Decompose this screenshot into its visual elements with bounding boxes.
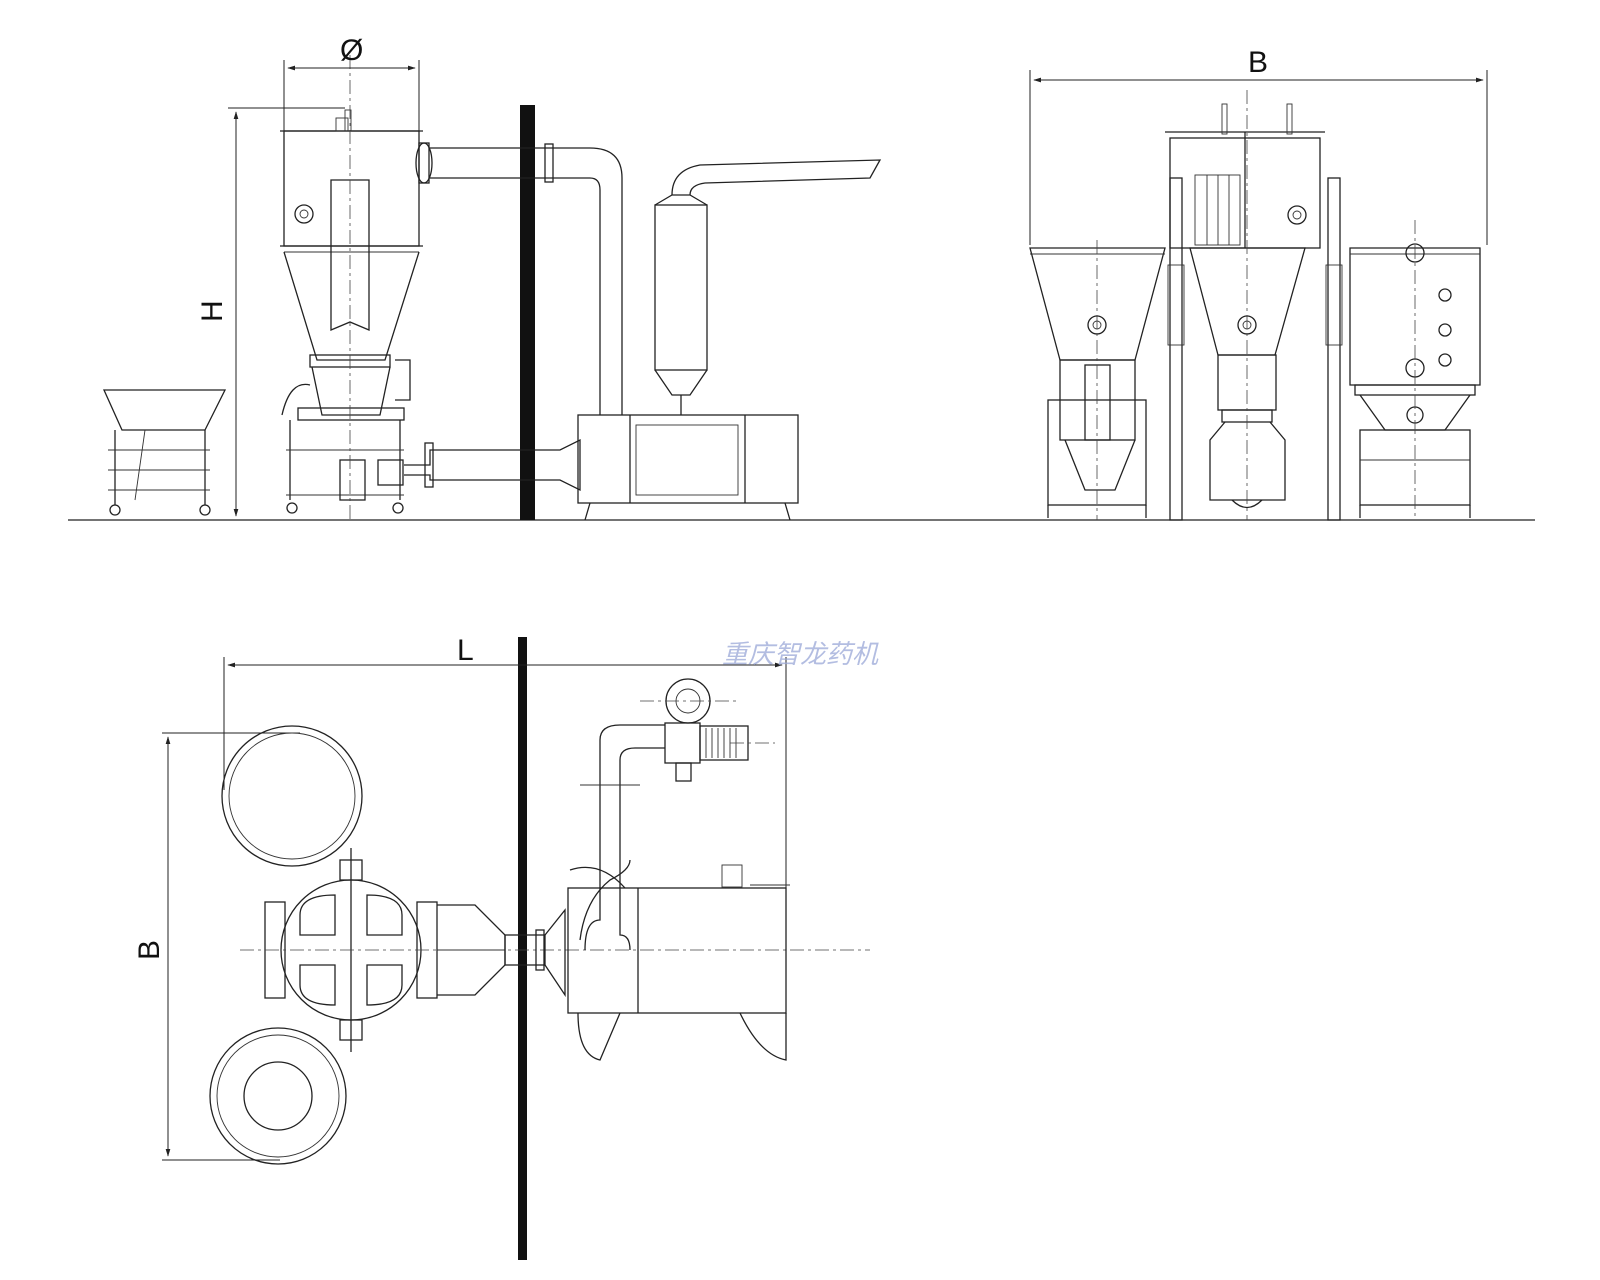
- length-dimension: [223, 657, 787, 900]
- side-width-label: B: [1248, 46, 1268, 79]
- air-handling-unit: [577, 414, 799, 521]
- air-handling-unit-plan: [567, 864, 790, 1061]
- product-container-right: [1349, 220, 1481, 520]
- plan-width-label: B: [133, 940, 166, 960]
- container-plan-bottom: [209, 1027, 347, 1165]
- plan-view: [162, 637, 870, 1260]
- partition-wall-elevation: [520, 105, 535, 520]
- hopper-trolley: [102, 389, 227, 516]
- diameter-label: Ø: [340, 34, 363, 67]
- duct-plan: [504, 908, 566, 998]
- company-watermark: 重庆智龙药机: [722, 640, 879, 670]
- exhaust-duct-upper: [415, 142, 623, 415]
- front-elevation-view: Ø H: [68, 34, 1535, 521]
- granulator-plan: [240, 848, 870, 1052]
- product-container-left: [1029, 240, 1166, 520]
- container-plan-top: [221, 725, 363, 867]
- diameter-dimension: [283, 60, 420, 131]
- exhaust-duct-plan: [569, 724, 665, 951]
- side-elevation-view: [1029, 70, 1488, 521]
- height-dimension: [228, 107, 345, 517]
- granulator-center-side: [1165, 90, 1343, 521]
- fluid-bed-granulator-front: [280, 55, 423, 520]
- plan-width-dimension: [162, 732, 300, 1161]
- air-inlet-duct-lower: [377, 438, 581, 492]
- exhaust-fan-plan: [640, 678, 775, 782]
- partition-wall-plan: [518, 637, 527, 1260]
- height-label: H: [196, 300, 229, 322]
- length-label: L: [457, 634, 474, 667]
- side-width-dimension: [1029, 70, 1488, 245]
- exhaust-filter-tower: [654, 159, 882, 415]
